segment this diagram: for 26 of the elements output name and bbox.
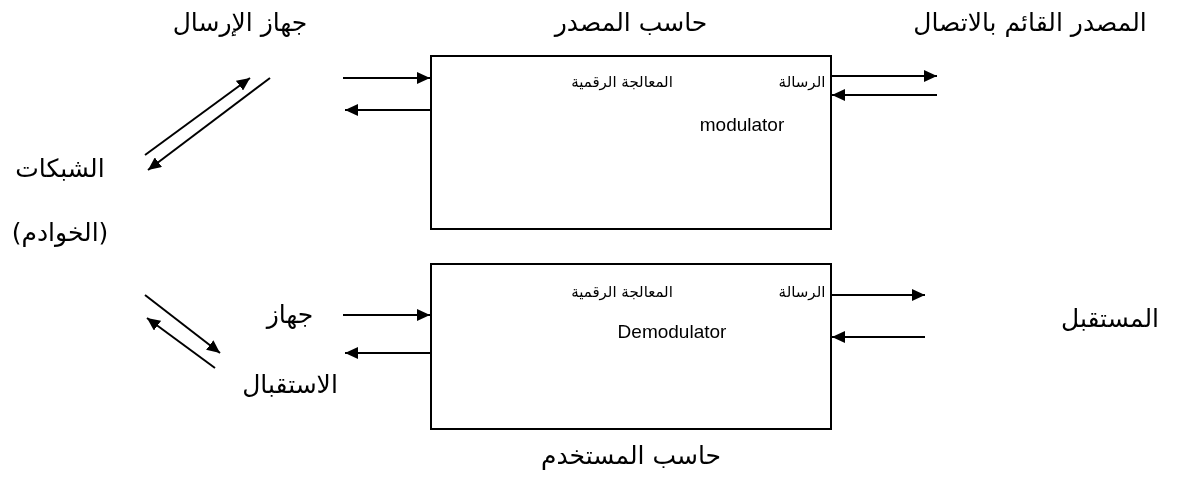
- arrow: [147, 77, 271, 171]
- arrow: [831, 289, 926, 301]
- box-heading: حاسب المستخدم: [540, 440, 722, 470]
- box-label: المعالجة الرقمية: [571, 73, 673, 91]
- text-label: المستقبل: [1061, 303, 1159, 333]
- arrow: [831, 70, 938, 82]
- arrow: [144, 77, 251, 156]
- box-heading: حاسب المصدر: [554, 7, 708, 37]
- box-label: المعالجة الرقمية: [571, 283, 673, 301]
- text-label: المصدر القائم بالاتصال: [913, 7, 1147, 37]
- arrow: [344, 347, 431, 359]
- arrow: [344, 104, 431, 116]
- box-label: الرسالة: [778, 73, 826, 91]
- box-label: الرسالة: [778, 283, 826, 301]
- box-label: modulator: [699, 114, 785, 136]
- arrow: [146, 317, 216, 369]
- arrow: [831, 89, 938, 101]
- box-label: Demodulator: [617, 321, 727, 343]
- arrow: [831, 331, 926, 343]
- text-label: الشبكات: [15, 153, 105, 183]
- text-label: (الخوادم): [11, 217, 109, 247]
- text-label: جهاز الاستقبال: [241, 299, 339, 401]
- arrow: [342, 309, 431, 321]
- arrow: [342, 72, 431, 84]
- arrow: [144, 294, 221, 354]
- text-label: جهاز الإرسال: [172, 7, 308, 37]
